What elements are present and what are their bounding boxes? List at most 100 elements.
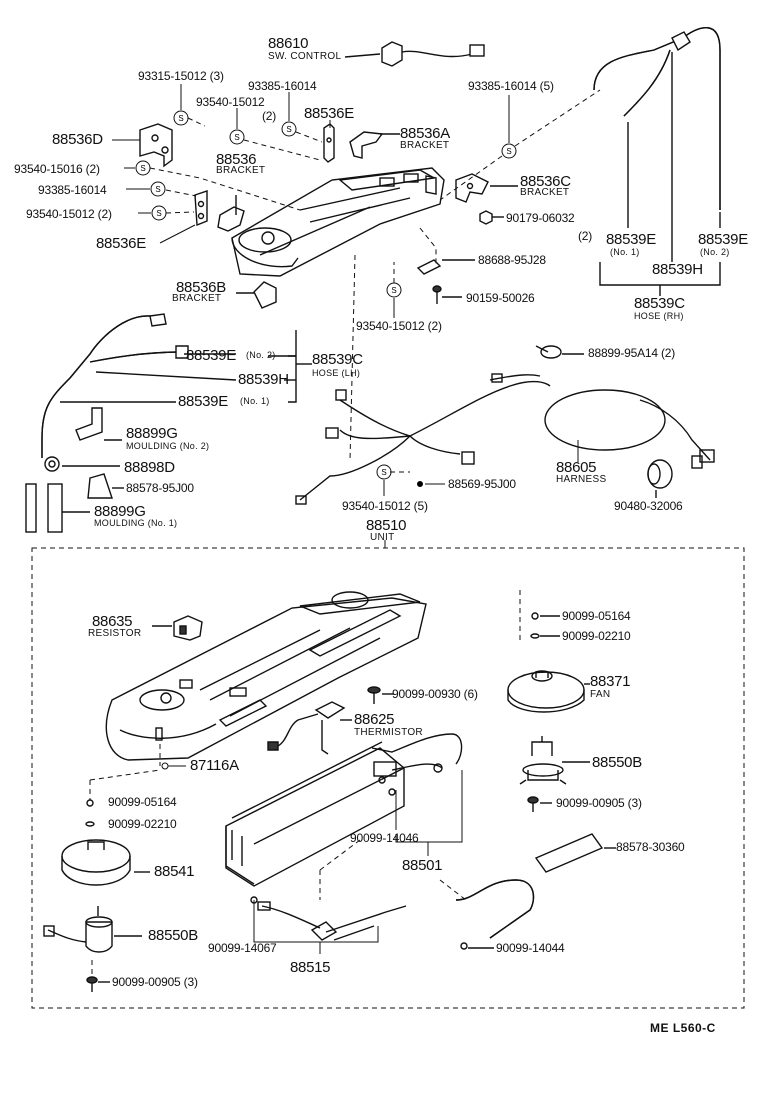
label-90179: 90179-06032 xyxy=(506,211,575,225)
clips-right xyxy=(530,612,560,639)
clip-88899-95a14 xyxy=(535,345,584,359)
svg-text:S: S xyxy=(155,185,160,194)
label-88515: 88515 xyxy=(290,959,331,976)
label-88536d: 88536D xyxy=(52,131,103,148)
label-88605: 88605 xyxy=(556,459,597,476)
label-93385b: 93385-16014 (5) xyxy=(468,79,554,93)
svg-text:S: S xyxy=(234,133,239,142)
label-88899g1-sub: MOULDING (No. 1) xyxy=(94,518,178,528)
label-88625: 88625 xyxy=(354,711,395,728)
label-88536c-sub: BRACKET xyxy=(520,187,570,198)
clip-symbol-glyphs: SSS SSS SSS xyxy=(140,114,511,477)
evaporator-88501 xyxy=(225,733,463,887)
label-90480: 90480-32006 xyxy=(614,499,683,513)
label-88539e-l2-sub: (No. 2) xyxy=(246,350,276,360)
label-88541: 88541 xyxy=(154,863,195,880)
label-88510: 88510 xyxy=(366,517,407,534)
label-90099-00905b: 90099-00905 (3) xyxy=(112,975,198,989)
label-88635: 88635 xyxy=(92,613,133,630)
label-88635-sub: RESISTOR xyxy=(88,628,142,639)
part-88898d xyxy=(44,456,120,472)
screw-00930 xyxy=(367,686,394,704)
label-88536-sub: BRACKET xyxy=(216,165,266,176)
label-88536c: 88536C xyxy=(520,173,571,190)
dashed-refs-top xyxy=(149,89,601,473)
bracket-88536a xyxy=(349,131,400,159)
label-88539c-r: 88539C xyxy=(634,295,685,312)
label-93540d: 93540-15012 (2) xyxy=(356,319,442,333)
screw-00905-left xyxy=(86,976,110,992)
label-93540c: 93540-15012 (2) xyxy=(26,207,112,221)
label-88536b-sub: BRACKET xyxy=(172,293,222,304)
screw-00905-right xyxy=(527,796,552,812)
duct-assembly-top xyxy=(231,167,445,277)
bracket-88536 xyxy=(217,195,245,232)
label-88539e-l2: 88539E xyxy=(186,347,236,364)
label-88539c-l-sub: HOSE (LH) xyxy=(312,368,361,378)
thermistor-88625 xyxy=(267,701,352,755)
label-88536b: 88536B xyxy=(176,279,226,296)
label-88510-sub: UNIT xyxy=(370,532,395,543)
bracket-88536e-top xyxy=(323,123,335,163)
label-88539h-l: 88539H xyxy=(238,371,289,388)
label-90099-00905a: 90099-00905 (3) xyxy=(556,796,642,810)
label-90099-14044: 90099-14044 xyxy=(496,941,565,955)
bracket-88536e-left xyxy=(194,190,208,227)
moulding-no1 xyxy=(25,483,90,533)
label-88536e-bot: 88536E xyxy=(96,235,146,252)
label-88539e-r2-sub: (No. 2) xyxy=(700,247,730,257)
label-90099-14046: 90099-14046 xyxy=(350,831,419,845)
hose-rh-88539c xyxy=(593,27,721,296)
label-88610-sub: SW. CONTROL xyxy=(268,51,342,62)
label-88578a: 88578-95J00 xyxy=(126,481,194,495)
sw-control-part xyxy=(344,41,485,67)
label-90099-02210b: 90099-02210 xyxy=(108,817,177,831)
svg-text:S: S xyxy=(506,147,511,156)
label-88371: 88371 xyxy=(590,673,631,690)
label-88539e-r1: 88539E xyxy=(606,231,656,248)
label-88539e-r1-sub: (No. 1) xyxy=(610,247,640,257)
hose-lh-88539c xyxy=(41,313,312,458)
clips-left xyxy=(85,799,95,827)
label-88550b-l: 88550B xyxy=(148,927,198,944)
label-88501: 88501 xyxy=(402,857,443,874)
hose-14044 xyxy=(455,879,535,950)
label-88899g2-sub: MOULDING (No. 2) xyxy=(126,441,210,451)
label-90099-14067: 90099-14067 xyxy=(208,941,277,955)
motor-88550b-left xyxy=(43,906,142,953)
label-88539c-r-sub: HOSE (RH) xyxy=(634,311,684,321)
svg-text:S: S xyxy=(140,164,145,173)
label-88536e-top: 88536E xyxy=(304,105,354,122)
label-88899g1: 88899G xyxy=(94,503,146,520)
label-88539c-l: 88539C xyxy=(312,351,363,368)
label-88539e-r2: 88539E xyxy=(698,231,748,248)
svg-text:S: S xyxy=(391,286,396,295)
harness-88605 xyxy=(295,373,715,505)
label-88550b-r: 88550B xyxy=(592,754,642,771)
wedge-88578 xyxy=(87,473,124,499)
clip-88688 xyxy=(416,259,475,275)
label-88688: 88688-95J28 xyxy=(478,253,546,267)
label-88536a-sub: BRACKET xyxy=(400,140,450,151)
label-93540e: 93540-15012 (5) xyxy=(342,499,428,513)
label-90099-05164b: 90099-05164 xyxy=(108,795,177,809)
label-88539h-r: 88539H xyxy=(652,261,703,278)
label-93315: 93315-15012 (3) xyxy=(138,69,224,83)
label-88539e-l1-sub: (No. 1) xyxy=(240,396,270,406)
label-90159: 90159-50026 xyxy=(466,291,535,305)
label-93540b: 93540-15016 (2) xyxy=(14,162,100,176)
label-93540a: 93540-15012 xyxy=(196,95,265,109)
grommet-90480 xyxy=(647,459,673,498)
label-87116a: 87116A xyxy=(190,757,239,774)
bracket-88536b xyxy=(236,281,277,309)
tape-88578-30360 xyxy=(534,833,616,873)
valve-88515 xyxy=(250,896,407,941)
label-88569: 88569-95J00 xyxy=(448,477,516,491)
unit-box xyxy=(31,547,745,1009)
label-88899g2: 88899G xyxy=(126,425,178,442)
label-90099-00930: 90099-00930 (6) xyxy=(392,687,478,701)
label-88536a: 88536A xyxy=(400,125,450,142)
label-90099-05164a: 90099-05164 xyxy=(562,609,631,623)
unit-housing xyxy=(105,591,427,761)
